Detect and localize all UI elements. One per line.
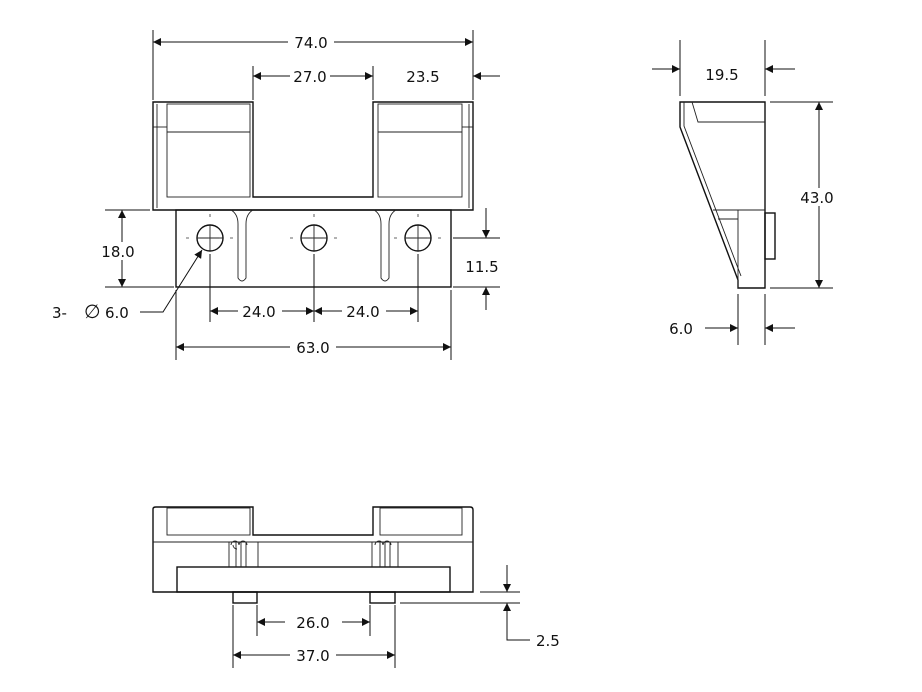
dim-hole-spacing-right: 24.0: [346, 303, 379, 321]
dim-pin-inner-spacing: 26.0: [296, 614, 329, 632]
mounting-holes: [186, 214, 442, 252]
dim-overall-width: 74.0: [294, 34, 327, 52]
dim-pin-outer-spacing: 37.0: [296, 647, 329, 665]
slot-left: [230, 209, 254, 282]
side-view: 19.5 43.0 6.0: [652, 40, 840, 345]
dim-pocket-width: 23.5: [406, 68, 439, 86]
bottom-view: 26.0 37.0 2.5: [152, 506, 560, 668]
dim-hole-spacing-left: 24.0: [242, 303, 275, 321]
front-view: 74.0 27.0 23.5 18.0 11.5 3- ∅ 6.0 24.0 2…: [52, 30, 500, 360]
slot-right: [373, 209, 397, 282]
dim-plate-thickness: 6.0: [669, 320, 693, 338]
dim-pin-protrusion: 2.5: [536, 632, 560, 650]
pin-left: [232, 591, 258, 604]
diameter-symbol: ∅: [84, 301, 101, 323]
dim-height: 43.0: [800, 189, 833, 207]
dim-plate-width: 63.0: [296, 339, 329, 357]
pin-right: [369, 591, 396, 604]
side-pin: [764, 212, 776, 260]
hole-callout-prefix: 3-: [52, 304, 67, 322]
hole-diameter: 6.0: [105, 304, 129, 322]
dim-center-gap: 27.0: [293, 68, 326, 86]
dim-plate-height: 18.0: [101, 243, 134, 261]
dim-depth: 19.5: [705, 66, 738, 84]
dim-hole-height: 11.5: [465, 258, 498, 276]
